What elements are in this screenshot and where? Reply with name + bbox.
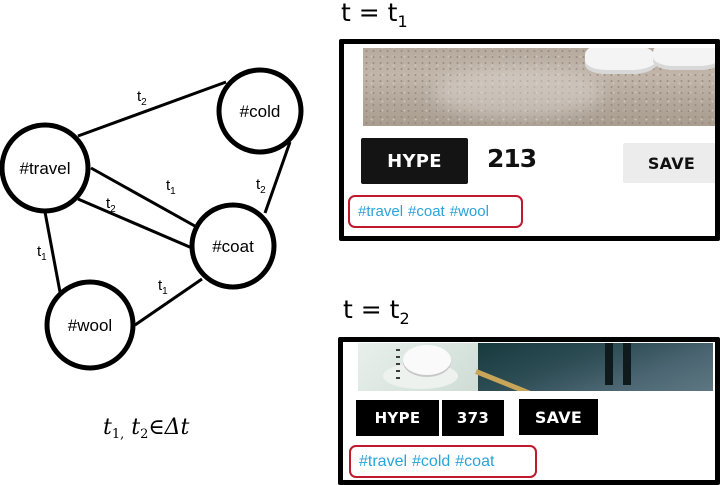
edge-travel-coat-t2 bbox=[77, 197, 193, 250]
node-cold: #cold bbox=[216, 67, 304, 155]
formula-t1: t bbox=[103, 415, 112, 440]
edge-travel-cold bbox=[77, 80, 227, 138]
hype-button[interactable]: HYPE bbox=[361, 138, 468, 184]
time-label-t2: t = t2 bbox=[343, 295, 410, 328]
formula-t1-sub: 1, bbox=[111, 427, 125, 442]
node-wool: #wool bbox=[44, 279, 136, 371]
hashtag-link[interactable]: #travel bbox=[359, 452, 408, 470]
coffee-cup bbox=[403, 345, 451, 375]
edge-cold-coat bbox=[263, 141, 292, 214]
boot-right bbox=[623, 343, 631, 385]
hype-count: 373 bbox=[442, 400, 504, 436]
hashtag-link[interactable]: #cold bbox=[412, 452, 451, 470]
node-coat: #coat bbox=[189, 202, 277, 290]
hype-button[interactable]: HYPE bbox=[356, 400, 439, 436]
sneaker-right bbox=[653, 48, 715, 70]
edge-wool-coat bbox=[134, 277, 203, 327]
node-label-wool: #wool bbox=[68, 316, 112, 335]
node-label-coat: #coat bbox=[212, 237, 254, 256]
hype-count: 213 bbox=[487, 144, 537, 173]
hashtag-link[interactable]: #wool bbox=[449, 203, 489, 220]
edge-label-travel-coat-t1: t1 bbox=[166, 177, 176, 197]
hashtag-list-highlighted: #travel #coat #wool bbox=[348, 195, 523, 228]
formula-delta-t: Δt bbox=[164, 415, 190, 440]
post-photo-coffee-street[interactable] bbox=[358, 343, 713, 391]
formula-t2: t bbox=[131, 415, 141, 440]
edge-label-cold-coat: t2 bbox=[256, 176, 266, 196]
sneaker-left bbox=[585, 48, 657, 74]
node-travel: #travel bbox=[0, 122, 91, 214]
node-label-cold: #cold bbox=[240, 102, 281, 121]
hashtag-cooccurrence-graph: t2 t2 t1 t2 t1 t1 #cold #travel #coat #w… bbox=[0, 67, 304, 371]
edge-label-travel-coat-t2: t2 bbox=[106, 195, 116, 215]
edge-travel-wool bbox=[43, 211, 62, 293]
save-button[interactable]: SAVE bbox=[519, 399, 598, 435]
post-photo-sneakers[interactable] bbox=[363, 48, 715, 126]
edge-label-travel-cold: t2 bbox=[137, 88, 147, 108]
hashtag-link[interactable]: #travel bbox=[358, 203, 404, 220]
time-label-t1: t = t1 bbox=[341, 0, 408, 31]
post-card-t1: HYPE 213 SAVE #travel #coat #wool bbox=[339, 39, 720, 241]
save-button[interactable]: SAVE bbox=[623, 143, 715, 183]
time-window-formula: t1, t2∈Δt bbox=[103, 415, 189, 442]
edge-label-travel-wool: t1 bbox=[37, 243, 47, 263]
boot-left bbox=[605, 343, 613, 385]
hashtag-link[interactable]: #coat bbox=[408, 203, 445, 220]
post-card-t2: HYPE 373 SAVE #travel #cold #coat bbox=[338, 337, 720, 485]
element-of-symbol: ∈ bbox=[148, 415, 165, 440]
formula-t2-sub: 2 bbox=[140, 427, 149, 442]
hashtag-list-highlighted: #travel #cold #coat bbox=[349, 445, 537, 478]
node-label-travel: #travel bbox=[19, 159, 70, 178]
edge-label-wool-coat: t1 bbox=[158, 277, 168, 297]
hashtag-link[interactable]: #coat bbox=[455, 452, 495, 470]
edge-travel-coat-t1 bbox=[90, 166, 203, 232]
